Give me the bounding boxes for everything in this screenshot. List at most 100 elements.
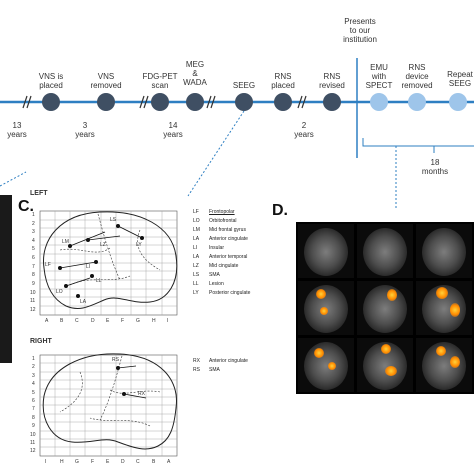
right-hemisphere-grid bbox=[39, 354, 178, 457]
grid-number: 6 bbox=[32, 255, 35, 261]
institution-note: Presents to our institution bbox=[343, 17, 377, 44]
legend-code: LS bbox=[193, 272, 200, 278]
spect-hotspot bbox=[450, 356, 460, 368]
mri-slice bbox=[416, 224, 472, 278]
mri-slice bbox=[357, 338, 413, 392]
electrode-label-ly: LY bbox=[136, 242, 142, 248]
electrode-label-lo: LO bbox=[56, 289, 63, 295]
legend-name: Anterior cingulate bbox=[209, 236, 248, 242]
grid-number: 10 bbox=[30, 432, 36, 438]
event-label-rns-revised: RNS revised bbox=[319, 72, 345, 90]
grid-number: 2 bbox=[32, 364, 35, 370]
grid-number: 5 bbox=[32, 246, 35, 252]
grid-letter: D bbox=[121, 459, 125, 465]
electrode-label-rs: RS bbox=[112, 357, 119, 363]
legend-code: LY bbox=[193, 290, 199, 296]
legend-code: LO bbox=[193, 218, 200, 224]
grid-number: 1 bbox=[32, 356, 35, 362]
interval-label-18-months: 18 months bbox=[421, 158, 449, 176]
legend-name: SMA bbox=[209, 367, 220, 373]
legend-code: LM bbox=[193, 227, 200, 233]
interval-label-13-years: 13 years bbox=[7, 121, 27, 139]
legend-row: LS SMA bbox=[193, 272, 220, 278]
eighteen-months-bracket bbox=[362, 138, 474, 147]
mri-slice bbox=[416, 281, 472, 335]
legend-name: Insular bbox=[209, 245, 225, 251]
legend-name: Frontopolar bbox=[209, 209, 235, 215]
grid-letter: A bbox=[167, 459, 171, 465]
legend-name: Mid cingulate bbox=[209, 263, 239, 269]
spect-hotspot bbox=[450, 303, 460, 317]
grid-letter: E bbox=[106, 318, 110, 324]
legend-name: Orbitofrontal bbox=[209, 218, 237, 224]
left-hemisphere-grid bbox=[39, 210, 178, 316]
interval-label-2-years: 2 years bbox=[294, 121, 314, 139]
legend-code: LZ bbox=[193, 263, 199, 269]
grid-letter: B bbox=[152, 459, 156, 465]
brain-slice-image bbox=[304, 228, 348, 276]
grid-number: 9 bbox=[32, 423, 35, 429]
spect-hotspot bbox=[314, 348, 324, 358]
electrode-label-li: LI bbox=[86, 264, 91, 270]
grid-number: 7 bbox=[32, 264, 35, 270]
legend-row: LI Insular bbox=[193, 245, 224, 251]
panel-c-letter: C. bbox=[18, 198, 34, 215]
grid-number: 12 bbox=[30, 307, 36, 313]
grid-letter: F bbox=[121, 318, 125, 324]
grid-number: 7 bbox=[32, 406, 35, 412]
left-edge-connector bbox=[0, 171, 27, 187]
grid-number: 3 bbox=[32, 229, 35, 235]
spect-hotspot bbox=[316, 289, 326, 299]
grid-number: 11 bbox=[30, 298, 36, 304]
legend-code: LI bbox=[193, 245, 198, 251]
legend-code: LF bbox=[193, 209, 199, 215]
brain-slice-image bbox=[363, 285, 407, 333]
mri-slice bbox=[416, 338, 472, 392]
seeg-to-panel-c-connector bbox=[187, 110, 245, 197]
grid-number: 4 bbox=[32, 238, 35, 244]
spect-hotspot bbox=[436, 346, 446, 356]
legend-name: SMA bbox=[209, 272, 220, 278]
grid-letter: D bbox=[91, 318, 95, 324]
grid-number: 9 bbox=[32, 281, 35, 287]
grid-letter: H bbox=[60, 459, 64, 465]
right-electrode-traces bbox=[117, 365, 147, 399]
legend-row: LZ Mid cingulate bbox=[193, 263, 238, 269]
grid-letter: I bbox=[167, 318, 169, 324]
event-dot-fdg-pet bbox=[151, 93, 169, 111]
left-brain-outline bbox=[43, 211, 178, 309]
legend-row: LF Frontopolar bbox=[193, 209, 235, 215]
spect-hotspot bbox=[387, 289, 397, 301]
grid-number: 12 bbox=[30, 448, 36, 454]
legend-row: LO Orbitofrontal bbox=[193, 218, 237, 224]
event-dot-rns-revised bbox=[323, 93, 341, 111]
legend-code: RX bbox=[193, 358, 200, 364]
spect-hotspot bbox=[320, 307, 328, 315]
legend-name: Posterior cingulate bbox=[209, 290, 251, 296]
grid-number: 2 bbox=[32, 221, 35, 227]
spect-hotspot bbox=[328, 362, 336, 370]
grid-letter: G bbox=[136, 318, 140, 324]
event-dot-emu-spect bbox=[370, 93, 388, 111]
mri-slice bbox=[298, 281, 354, 335]
event-label-fdg-pet: FDG-PET scan bbox=[142, 72, 178, 90]
mri-slice bbox=[298, 224, 354, 278]
event-label-rns-removed: RNS device removed bbox=[401, 63, 433, 90]
grid-letter: H bbox=[152, 318, 156, 324]
spect-hotspot bbox=[381, 344, 391, 354]
grid-number: 8 bbox=[32, 272, 35, 278]
panel-c-right-title: RIGHT bbox=[30, 338, 52, 345]
event-label-seeg: SEEG bbox=[232, 81, 256, 90]
grid-letter: G bbox=[75, 459, 79, 465]
electrode-label-lz: LZ bbox=[100, 242, 106, 248]
event-dot-meg-wada bbox=[186, 93, 204, 111]
legend-name: Anterior cingulate bbox=[209, 358, 248, 364]
event-label-vns-removed: VNS removed bbox=[90, 72, 122, 90]
spect-hotspot bbox=[436, 287, 448, 299]
mri-slice bbox=[357, 281, 413, 335]
grid-letter: C bbox=[136, 459, 140, 465]
